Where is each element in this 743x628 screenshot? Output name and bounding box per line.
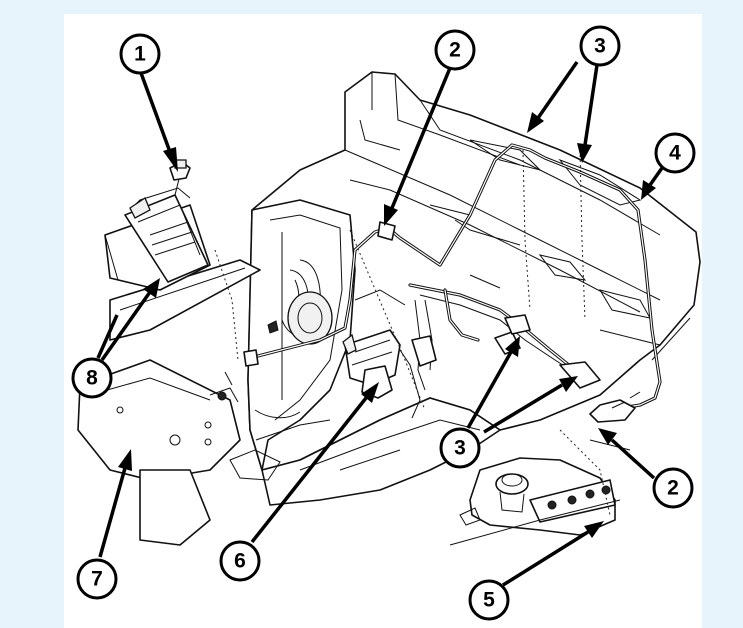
control-module-assembly bbox=[104, 159, 211, 291]
leader-3d bbox=[483, 383, 563, 434]
leader-4 bbox=[648, 166, 664, 187]
callout-4: 4 bbox=[654, 132, 696, 174]
callout-5: 5 bbox=[468, 579, 510, 621]
callout-2-top: 2 bbox=[434, 29, 476, 71]
leader-2-right-arrowhead bbox=[598, 428, 617, 445]
callout-3-top-label: 3 bbox=[594, 35, 606, 58]
callout-2-right-label: 2 bbox=[667, 477, 679, 500]
leader-3c bbox=[466, 351, 513, 429]
leader-2-top bbox=[390, 67, 452, 209]
frame-rail bbox=[77, 249, 281, 546]
reservoir-assembly bbox=[449, 149, 631, 546]
leader-3b bbox=[583, 64, 599, 146]
callout-7: 7 bbox=[76, 558, 118, 600]
callout-8-label: 8 bbox=[86, 367, 98, 390]
callout-7-label: 7 bbox=[91, 568, 103, 591]
leader-3c-arrowhead bbox=[505, 336, 520, 357]
leader-8a-arrowhead bbox=[143, 278, 160, 298]
leader-8b bbox=[96, 314, 119, 359]
leader-6 bbox=[250, 396, 368, 544]
callout-3-top: 3 bbox=[579, 25, 621, 67]
leader-5-arrowhead bbox=[584, 521, 604, 538]
leader-4-arrowhead bbox=[641, 180, 656, 200]
callout-4-label: 4 bbox=[669, 142, 681, 165]
callout-5-label: 5 bbox=[483, 589, 495, 612]
callout-1: 1 bbox=[119, 33, 161, 75]
leader-2-top-arrowhead bbox=[384, 204, 398, 226]
leader-8a bbox=[100, 290, 152, 362]
callout-8: 8 bbox=[71, 357, 113, 399]
callout-6-label: 6 bbox=[234, 550, 246, 573]
callout-3-bottom-label: 3 bbox=[454, 437, 466, 460]
callout-1-label: 1 bbox=[134, 43, 146, 66]
leader-3a-arrowhead bbox=[527, 112, 544, 133]
leader-7 bbox=[98, 467, 127, 558]
leader-3a bbox=[536, 60, 579, 120]
leader-7-arrowhead bbox=[118, 449, 132, 471]
callout-2-top-label: 2 bbox=[449, 39, 461, 62]
inner-fender bbox=[247, 199, 356, 471]
leader-6-arrowhead bbox=[361, 382, 379, 403]
transmission-cooler-lines bbox=[243, 143, 662, 423]
leader-3b-arrowhead bbox=[577, 143, 592, 163]
leader-2-right bbox=[610, 438, 656, 480]
leader-3d-arrowhead bbox=[559, 376, 578, 392]
leader-lines bbox=[96, 60, 664, 587]
callout-2-right: 2 bbox=[652, 467, 694, 509]
callout-3-bottom: 3 bbox=[439, 427, 481, 469]
leader-5 bbox=[502, 530, 589, 587]
leader-1-arrowhead bbox=[163, 147, 178, 172]
wiring-harness bbox=[408, 274, 601, 391]
callout-6: 6 bbox=[219, 540, 261, 582]
leader-1 bbox=[139, 72, 172, 153]
